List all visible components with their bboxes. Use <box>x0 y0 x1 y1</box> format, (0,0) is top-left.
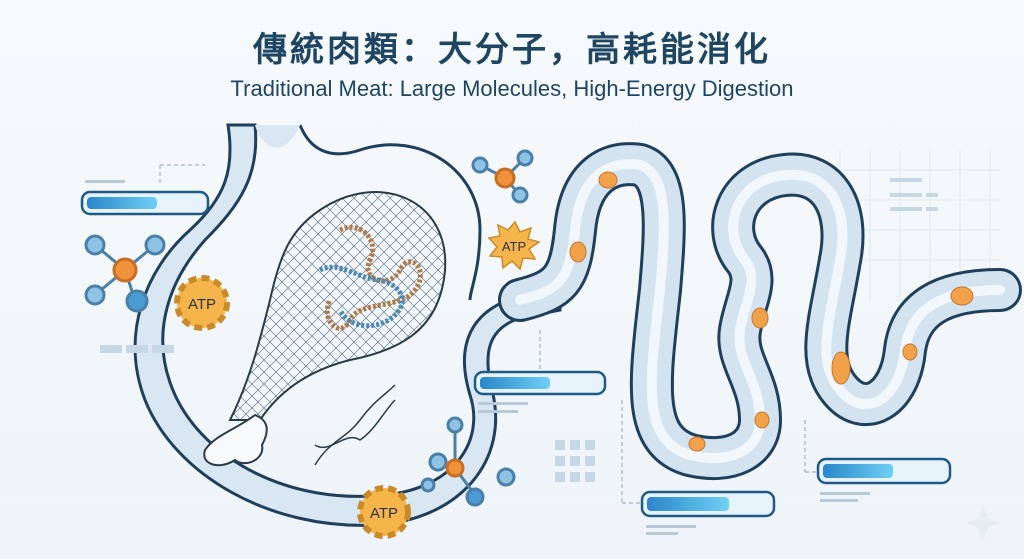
food-particles <box>569 171 974 452</box>
progress-bar-bottom-center <box>621 400 776 535</box>
meat-drumstick <box>203 191 447 467</box>
progress-bar-bottom-right <box>804 420 952 502</box>
intestine <box>498 142 1022 481</box>
decorative-blocks <box>100 178 938 482</box>
grid-background-right <box>839 150 1000 300</box>
molecule-icon-top <box>471 149 534 204</box>
atp-starburst-center: ATP <box>487 220 541 271</box>
svg-text:ATP: ATP <box>188 296 216 313</box>
sparkle-icon <box>966 505 1000 541</box>
svg-text:ATP: ATP <box>370 505 398 522</box>
molecule-icon-bottom <box>420 416 516 507</box>
atp-gear-bottom: ATP <box>357 485 411 539</box>
molecule-icon-left <box>84 234 166 313</box>
dna-helix <box>314 384 396 466</box>
title-english: Traditional Meat: Large Molecules, High-… <box>230 76 794 101</box>
svg-text:ATP: ATP <box>502 239 526 254</box>
atp-gear-left: ATP <box>174 275 230 331</box>
progress-bar-top-left <box>80 164 210 216</box>
title-chinese: 傳統肉類：大分子，高耗能消化 <box>253 30 771 70</box>
progress-bar-middle <box>473 330 607 413</box>
